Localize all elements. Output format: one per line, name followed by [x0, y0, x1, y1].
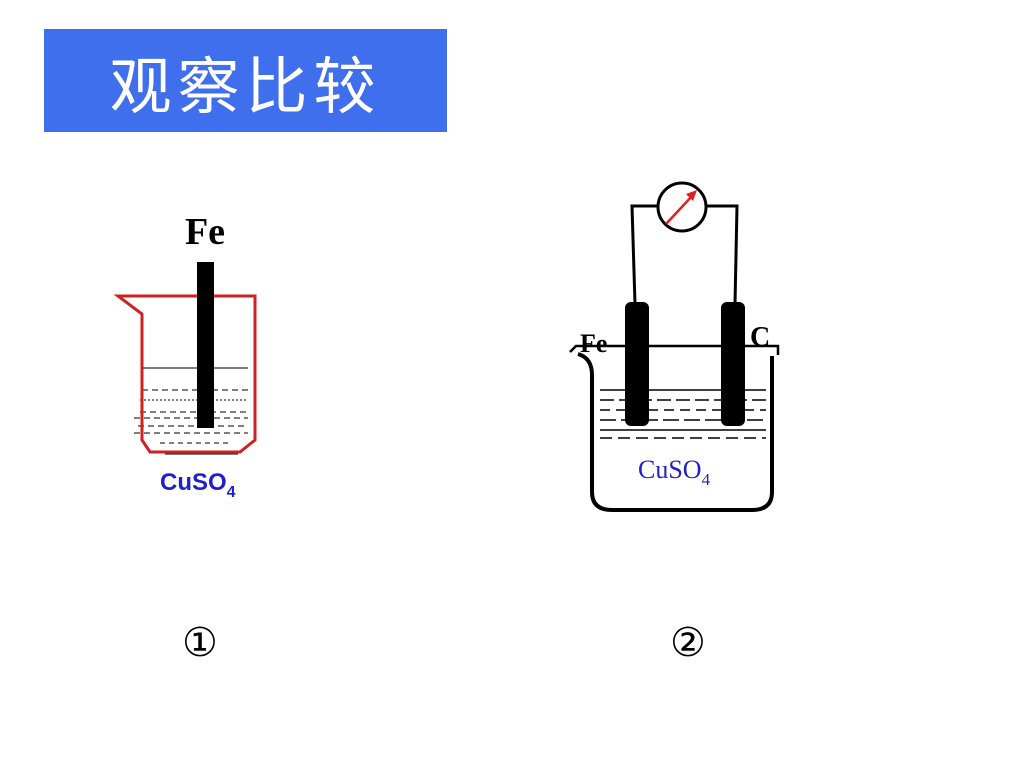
setup2-c-electrode [721, 302, 745, 426]
setup1-fe-rod [197, 262, 214, 428]
beaker1-outline [113, 294, 257, 454]
beaker2-body [569, 344, 780, 512]
wire-left [630, 204, 657, 305]
galvanometer-icon [656, 181, 708, 233]
setup1-electrolyte-label: CuSO4 [160, 469, 236, 501]
setup1-electrode-label: Fe [185, 211, 225, 253]
setup-1: Fe CuSO4 [113, 211, 257, 501]
setup2-right-electrode-label: C [750, 322, 770, 353]
setup-2: Fe C CuSO4 [569, 181, 780, 512]
setup2-left-electrode-label: Fe [580, 329, 607, 358]
page-title: 观察比较 [109, 49, 382, 123]
setup2-number: ② [670, 620, 706, 666]
setup2-fe-electrode [625, 302, 649, 426]
beaker1-solution [134, 367, 248, 455]
wire-right [707, 204, 739, 305]
setup1-number: ① [182, 620, 218, 666]
title-banner: 观察比较 [44, 29, 447, 132]
setup2-electrolyte-label: CuSO4 [638, 455, 711, 489]
